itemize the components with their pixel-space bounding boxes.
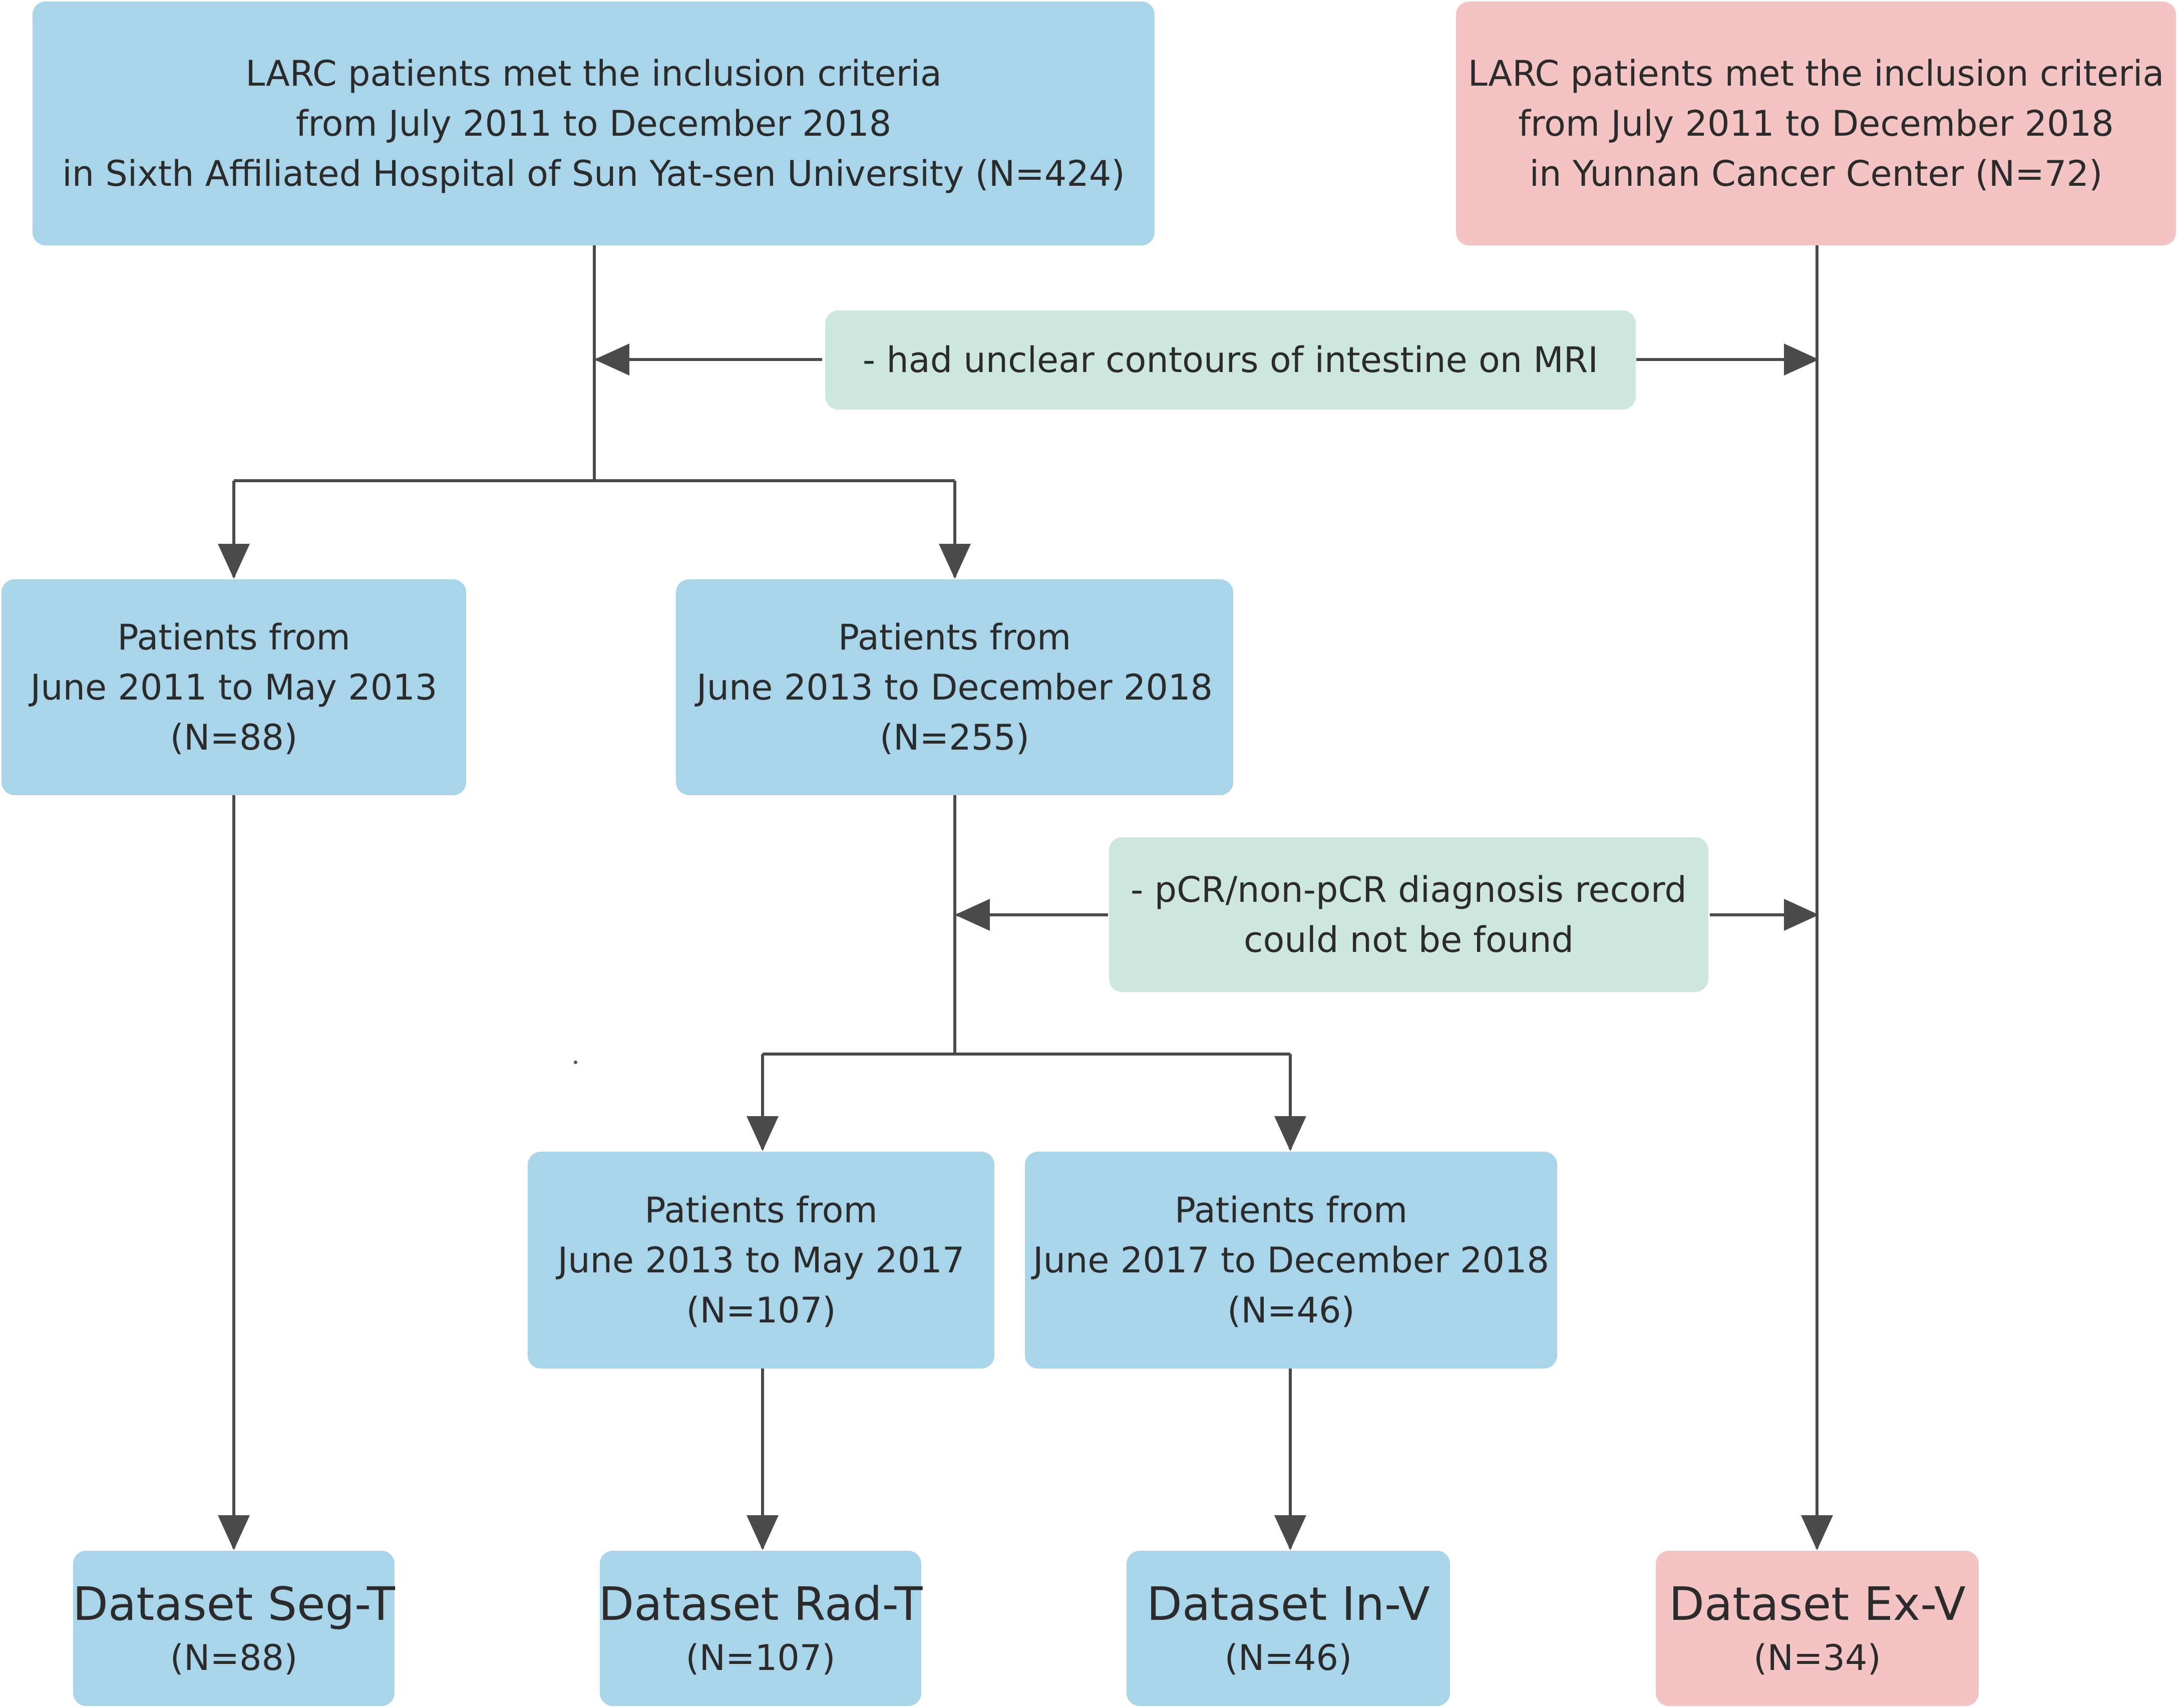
external-cohort-box: LARC patients met the inclusion criteria…	[1456, 2, 2176, 245]
seg-period-box: Patients from June 2011 to May 2013 (N=8…	[2, 579, 466, 795]
rad-in-period-line-2: June 2013 to December 2018	[696, 666, 1213, 708]
dataset-rad-t-box: Dataset Rad-T (N=107)	[598, 1551, 923, 1706]
seg-period-line-2: June 2011 to May 2013	[30, 666, 438, 708]
stray-dot	[574, 1061, 577, 1064]
rad-period-line-3: (N=107)	[686, 1289, 836, 1331]
dataset-seg-t-box: Dataset Seg-T (N=88)	[73, 1551, 395, 1706]
external-cohort-line-3: in Yunnan Cancer Center (N=72)	[1529, 153, 2103, 194]
dataset-seg-t-count: (N=88)	[170, 1637, 298, 1678]
dataset-ex-v-box: Dataset Ex-V (N=34)	[1656, 1551, 1979, 1706]
rad-period-line-2: June 2013 to May 2017	[557, 1239, 965, 1281]
exclusion-2-line-1: - pCR/non-pCR diagnosis record	[1131, 869, 1687, 910]
rad-in-period-line-3: (N=255)	[879, 717, 1030, 758]
exclusion-box-missing-record: - pCR/non-pCR diagnosis record could not…	[1109, 837, 1708, 992]
internal-cohort-line-2: from July 2011 to December 2018	[295, 103, 892, 144]
seg-period-line-1: Patients from	[117, 616, 350, 658]
rad-in-period-box: Patients from June 2013 to December 2018…	[676, 579, 1233, 795]
external-cohort-line-1: LARC patients met the inclusion criteria	[1468, 53, 2164, 94]
in-period-line-1: Patients from	[1174, 1189, 1408, 1231]
dataset-ex-v-count: (N=34)	[1753, 1637, 1881, 1678]
rad-period-box: Patients from June 2013 to May 2017 (N=1…	[528, 1152, 994, 1369]
internal-cohort-line-3: in Sixth Affiliated Hospital of Sun Yat-…	[62, 153, 1125, 194]
exclusion-1-line-1: - had unclear contours of intestine on M…	[862, 339, 1599, 381]
dataset-in-v-title: Dataset In-V	[1147, 1577, 1430, 1631]
in-period-box: Patients from June 2017 to December 2018…	[1025, 1152, 1557, 1369]
internal-cohort-line-1: LARC patients met the inclusion criteria	[245, 53, 942, 94]
in-period-line-3: (N=46)	[1227, 1289, 1355, 1331]
rad-in-period-line-1: Patients from	[838, 616, 1071, 658]
internal-cohort-box: LARC patients met the inclusion criteria…	[33, 2, 1155, 245]
exclusion-box-unclear-contours: - had unclear contours of intestine on M…	[825, 310, 1636, 410]
seg-period-line-3: (N=88)	[170, 717, 298, 758]
dataset-seg-t-title: Dataset Seg-T	[73, 1577, 395, 1631]
dataset-in-v-count: (N=46)	[1224, 1637, 1352, 1678]
dataset-rad-t-title: Dataset Rad-T	[598, 1577, 923, 1631]
dataset-in-v-box: Dataset In-V (N=46)	[1127, 1551, 1450, 1706]
dataset-rad-t-count: (N=107)	[685, 1637, 836, 1678]
exclusion-2-line-2: could not be found	[1243, 919, 1574, 960]
in-period-line-2: June 2017 to December 2018	[1033, 1239, 1549, 1281]
dataset-ex-v-title: Dataset Ex-V	[1669, 1577, 1966, 1631]
external-cohort-line-2: from July 2011 to December 2018	[1518, 103, 2114, 144]
rad-period-line-1: Patients from	[644, 1189, 878, 1231]
